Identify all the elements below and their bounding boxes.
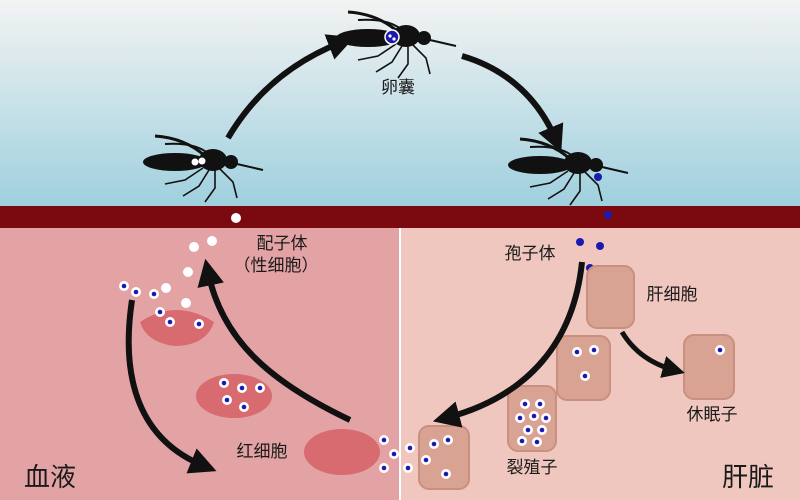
mosquito-icon	[141, 134, 265, 204]
label-blood: 血液	[24, 463, 76, 493]
arrow-liver-infection	[432, 261, 585, 428]
arrow-to-sporozoite	[461, 53, 564, 153]
red-blood-cell	[304, 429, 380, 475]
label-gametocyte: 配子体	[257, 234, 308, 254]
ruptured-liver-cell	[418, 425, 470, 490]
red-blood-cell	[196, 374, 272, 418]
label-schizont: 裂殖子	[507, 458, 558, 478]
arrow-to-oocyst	[225, 34, 355, 140]
hypnozoite-cell	[683, 334, 735, 400]
label-oocyst: 卵囊	[381, 78, 415, 98]
gametocyte-cells	[161, 213, 241, 308]
arrow-to-gametocyte	[197, 258, 352, 423]
label-hypnozoite: 休眠子	[687, 405, 738, 425]
merozoite-cells	[379, 435, 415, 473]
mosquito-icon	[334, 10, 458, 80]
label-hepatocyte: 肝细胞	[647, 285, 698, 305]
label-gametocyte-sub: （性细胞）	[234, 256, 319, 276]
liver-cell-infected	[556, 335, 611, 401]
label-red-blood-cell: 红细胞	[237, 442, 288, 462]
arrow-to-hypnozoite	[619, 330, 685, 378]
arrow-blood-cycle	[125, 299, 217, 474]
label-liver: 肝脏	[722, 463, 774, 493]
mosquito-icon	[506, 137, 630, 207]
skin-band	[0, 206, 800, 228]
schizont-cell	[507, 385, 557, 452]
blood-parasites	[119, 281, 159, 299]
hepatocyte-cell	[586, 265, 635, 329]
red-blood-cell	[140, 307, 214, 346]
label-sporozoite: 孢子体	[505, 244, 556, 264]
